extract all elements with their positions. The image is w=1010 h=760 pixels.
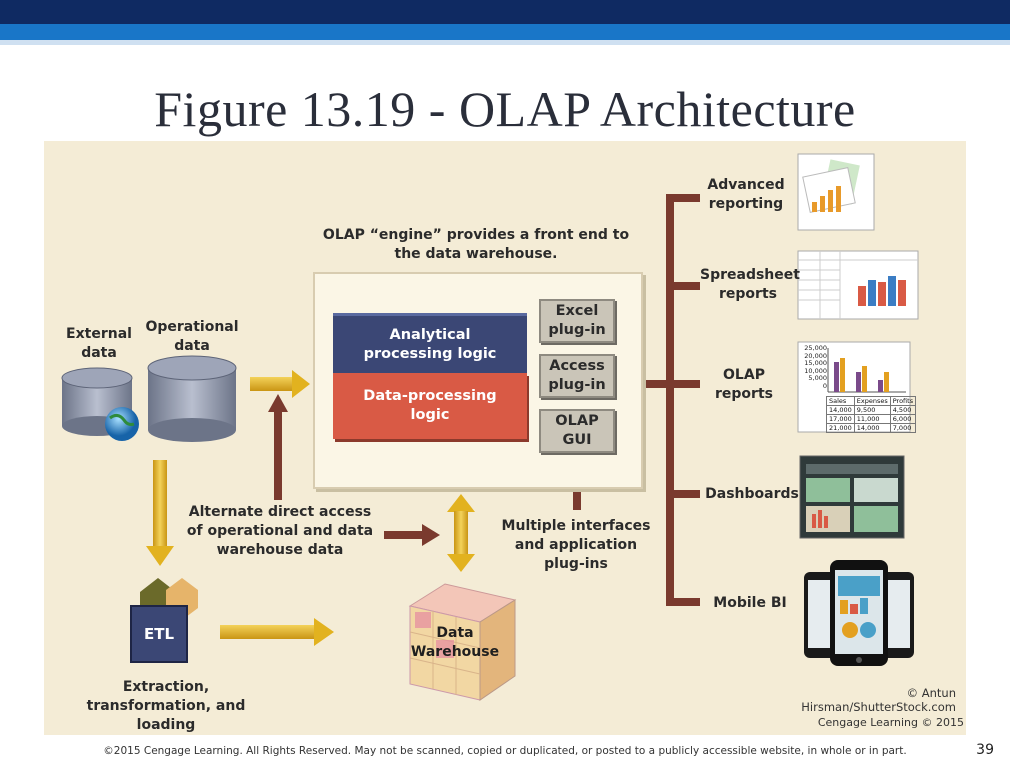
- analytical-label: Analytical processing logic: [363, 326, 497, 362]
- operational-data-label: Operational data: [145, 319, 239, 354]
- spreadsheet-reports-thumbnail: [797, 250, 919, 320]
- access-plugin-box: Access plug-in: [539, 354, 615, 398]
- table-cell: 6,000: [889, 414, 917, 424]
- etl-caption: Extraction, transformation, and loading: [86, 679, 246, 733]
- external-data-label: External data: [66, 326, 132, 361]
- axis-tick: 0: [822, 381, 827, 390]
- engine-caption: OLAP “engine” provides a front end to th…: [322, 227, 630, 262]
- dashboards-thumbnail: [799, 455, 905, 539]
- table-cell: 21,000: [826, 423, 855, 433]
- output-advanced-reporting: Advanced reporting: [707, 177, 785, 212]
- multiple-interfaces-label: Multiple interfaces and application plug…: [501, 518, 651, 572]
- brown-arrow-up-left: [268, 394, 288, 500]
- axis-tick: 20,000: [804, 351, 827, 360]
- table-header: Expenses: [853, 396, 891, 406]
- excel-plugin-label: Excel plug-in: [548, 303, 606, 338]
- table-cell: 14,000: [826, 405, 855, 415]
- page-number: 39: [976, 742, 994, 758]
- operational-data-cylinder: [147, 355, 237, 442]
- table-cell: 11,000: [853, 414, 891, 424]
- photo-credit: © Antun Hirsman/ShutterStock.com: [801, 686, 956, 714]
- warehouse-cube: [408, 583, 517, 701]
- globe-icon: [105, 407, 139, 441]
- table-header: Sales: [826, 396, 855, 406]
- olap-report-table: Sales Expenses Profits 14,000 9,500 4,50…: [826, 396, 917, 433]
- axis-tick: 15,000: [804, 359, 827, 367]
- table-cell: 4,500: [889, 405, 917, 415]
- gold-arrow-to-engine: [250, 370, 310, 398]
- copyright-footer: ©2015 Cengage Learning. All Rights Reser…: [103, 745, 907, 757]
- header-band-light: [0, 40, 1010, 45]
- alternate-access-label: Alternate direct access of operational a…: [186, 504, 374, 558]
- gold-double-arrow: [447, 494, 475, 572]
- brown-arrow-right: [384, 524, 440, 546]
- table-cell: 17,000: [826, 414, 855, 424]
- header-band-dark: [0, 0, 1010, 24]
- advanced-reporting-thumbnail: [797, 153, 875, 231]
- table-header: Profits: [889, 396, 917, 406]
- gold-arrow-to-warehouse: [220, 618, 334, 646]
- output-spreadsheet-reports: Spreadsheet reports: [700, 267, 800, 302]
- excel-plugin-box: Excel plug-in: [539, 299, 615, 343]
- olap-report-axis: 25,000 20,000 15,000 10,000 5,000 0: [799, 344, 827, 390]
- access-plugin-label: Access plug-in: [548, 358, 606, 393]
- publisher-credit: Cengage Learning © 2015: [817, 716, 964, 729]
- data-processing-logic: Data-processing logic: [333, 373, 527, 439]
- table-cell: 9,500: [853, 405, 891, 415]
- output-connector: [641, 194, 700, 606]
- olap-gui-label: OLAP GUI: [555, 413, 599, 448]
- etl-box: ETL: [130, 605, 188, 663]
- warehouse-label: Data Warehouse: [410, 625, 500, 660]
- analytical-processing-logic: Analytical processing logic: [333, 313, 527, 373]
- table-cell: 7,000: [889, 423, 917, 433]
- axis-tick: 10,000: [804, 366, 827, 375]
- axis-tick: 5,000: [808, 374, 827, 382]
- header-band-blue: [0, 24, 1010, 40]
- slide-title: Figure 13.19 - OLAP Architecture: [154, 81, 856, 137]
- olap-gui-box: OLAP GUI: [539, 409, 615, 453]
- axis-tick: 25,000: [804, 344, 827, 352]
- mobile-bi-thumbnail: [804, 560, 914, 666]
- table-cell: 14,000: [853, 423, 891, 433]
- output-olap-reports: OLAP reports: [715, 367, 773, 402]
- gold-arrow-to-etl: [146, 460, 174, 566]
- output-dashboards: Dashboards: [705, 486, 799, 502]
- data-processing-label: Data-processing logic: [363, 388, 497, 423]
- output-mobile-bi: Mobile BI: [713, 595, 787, 611]
